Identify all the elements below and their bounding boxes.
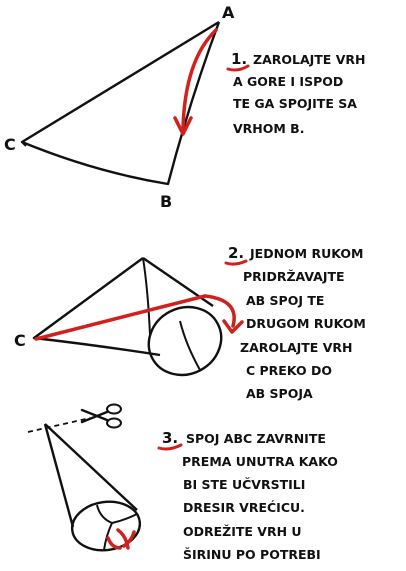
curved-arrow-icon — [181, 28, 218, 130]
arrow-head-icon — [222, 319, 244, 334]
arrow-head-icon — [173, 116, 193, 136]
cone-opening — [70, 500, 142, 552]
step-line: DRESIR VREĆICU. — [183, 500, 305, 515]
step-line: PREMA UNUTRA KAKO — [182, 454, 338, 469]
scissors-icon — [80, 403, 122, 429]
step-line: SPOJ ABC ZAVRNITE — [186, 431, 326, 446]
step-line: BI STE UČVRSTILI — [183, 477, 305, 492]
step-line: ZAROLAJTE VRH — [240, 340, 352, 355]
step-line: PRIDRŽAVAJTE — [243, 269, 345, 284]
step-1-text: 1. ZAROLAJTE VRH A GORE I ISPOD TE GA SP… — [226, 50, 365, 136]
twist-arrows-icon — [106, 528, 136, 550]
step-line: TE GA SPOJITE SA — [233, 96, 357, 111]
fold-arrow-line — [34, 294, 207, 341]
step-line: C PREKO DO — [246, 363, 332, 378]
step-underline — [157, 443, 183, 451]
point-label-a: A — [222, 3, 235, 22]
step-line: ŠIRINU PO POTREBI — [183, 547, 321, 562]
cone-inner-folds — [96, 504, 138, 551]
cone-inner-fold — [142, 257, 151, 336]
point-label-c: C — [4, 135, 16, 154]
step-number: 2. — [228, 244, 244, 262]
cone-seam — [179, 320, 201, 371]
step-line: ODREŽITE VRH U — [183, 524, 302, 539]
step-line: ZAROLAJTE VRH — [253, 52, 365, 67]
step-number: 1. — [231, 50, 247, 68]
cut-line — [27, 417, 91, 433]
cone-outline — [43, 423, 138, 528]
paper-edge-tick — [21, 141, 27, 147]
curved-arrow-icon — [203, 294, 236, 328]
point-label-c: C — [14, 331, 26, 350]
point-label-b: B — [160, 192, 172, 211]
step-2-illustration: C — [14, 257, 244, 377]
step-2-text: 2. JEDNOM RUKOM PRIDRŽAVAJTE AB SPOJ TE … — [224, 244, 366, 401]
step-3-illustration — [27, 403, 142, 552]
step-line: AB SPOJA — [246, 386, 313, 401]
step-underline — [226, 64, 250, 72]
step-3-text: 3. SPOJ ABC ZAVRNITE PREMA UNUTRA KAKO B… — [157, 429, 338, 562]
step-number: 3. — [162, 429, 178, 447]
step-1-illustration: A C B — [4, 3, 235, 211]
paper-triangle — [20, 20, 221, 186]
step-line: A GORE I ISPOD — [233, 74, 343, 89]
cone-opening — [147, 305, 223, 377]
step-line: AB SPOJ TE — [246, 293, 324, 308]
step-line: VRHOM B. — [233, 121, 304, 136]
step-line: DRUGOM RUKOM — [246, 316, 366, 331]
step-line: JEDNOM RUKOM — [249, 246, 363, 261]
step-underline — [224, 259, 248, 266]
